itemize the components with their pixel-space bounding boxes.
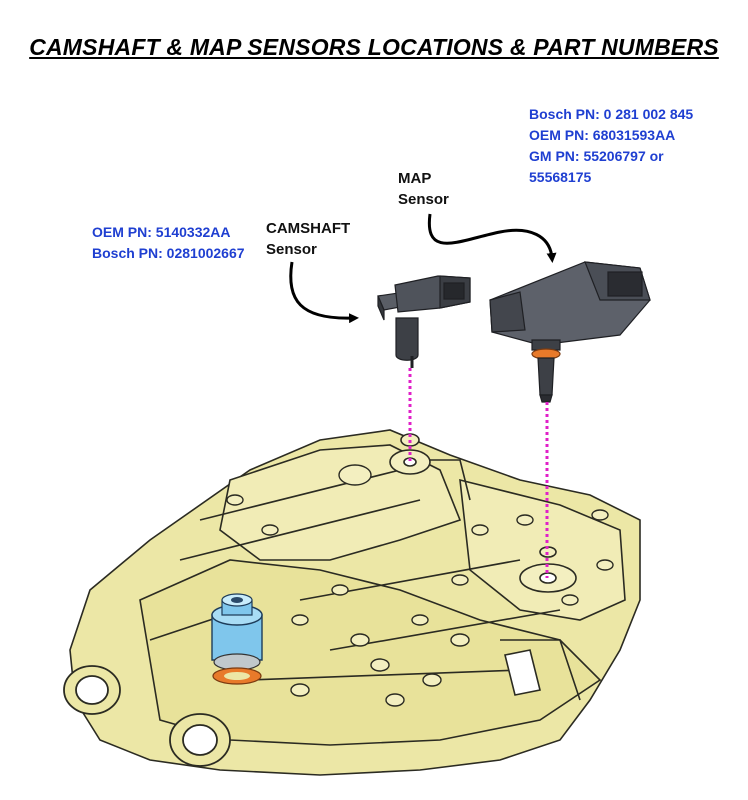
map-bosch-pn: Bosch PN: 0 281 002 845 [529,106,694,122]
engine-front-ports [63,665,231,767]
camshaft-sensor [377,275,471,368]
map-label-line1: MAP [398,170,432,187]
map-gm-pn-alt: 55568175 [529,169,592,185]
map-sensor [489,261,651,403]
engine-intake-manifold [69,429,641,776]
camshaft-part-numbers: OEM PN: 5140332AA Bosch PN: 0281002667 [92,222,245,264]
camshaft-bosch-pn: Bosch PN: 0281002667 [92,245,245,261]
camshaft-sensor-mount [389,433,431,475]
map-pointer-arrow [427,213,557,263]
map-oem-pn: OEM PN: 68031593AA [529,127,676,143]
map-sensor-label: MAP Sensor [398,168,449,210]
camshaft-pointer-arrow [289,261,359,324]
camshaft-label-line1: CAMSHAFT [266,220,351,237]
map-part-numbers: Bosch PN: 0 281 002 845 OEM PN: 68031593… [529,104,693,188]
camshaft-label-line2: Sensor [266,241,317,258]
map-label-line2: Sensor [398,191,449,208]
adapter-fitting [211,593,263,671]
camshaft-oem-pn: OEM PN: 5140332AA [92,224,231,240]
page-title: CAMSHAFT & MAP SENSORS LOCATIONS & PART … [29,34,719,60]
map-gm-pn: GM PN: 55206797 or [529,148,664,164]
engine-bolt-bosses [226,464,614,707]
o-ring [212,667,262,685]
camshaft-sensor-label: CAMSHAFT Sensor [266,218,350,260]
